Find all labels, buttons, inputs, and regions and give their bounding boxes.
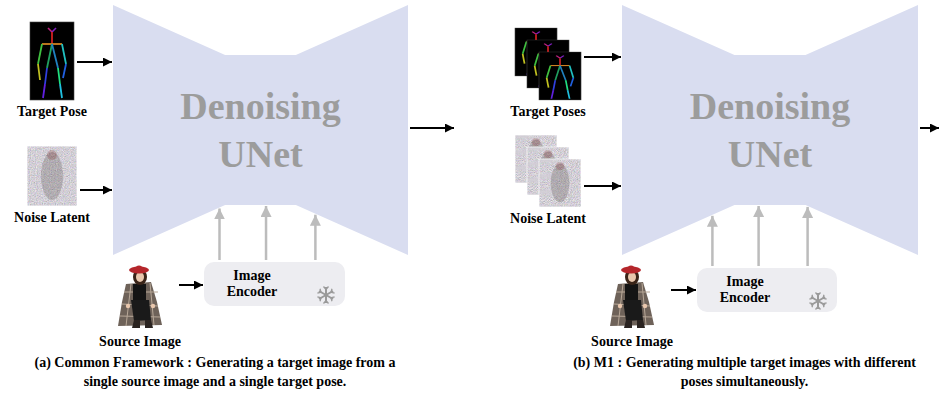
hourglass-fill [113,5,408,255]
output-arrow [920,127,939,129]
encoder-box: Image Encoder [697,268,837,312]
feature-arrow [711,216,714,266]
feature-arrow [265,206,268,260]
pose-stack [515,28,581,100]
input-arrow [671,289,696,291]
input-arrow [179,284,203,286]
input-arrow [584,56,621,58]
person-photo [596,262,668,330]
node-label: Target Poses [496,103,600,120]
feature-arrow [757,206,760,266]
frozen-icon [809,293,826,310]
input-arrow [80,189,112,191]
node-label: Denoising UNet [670,82,870,178]
node-label: Image Encoder [212,268,292,300]
node-label: Denoising UNet [161,82,361,178]
node-label: Source Image [88,333,192,350]
noise-stack [515,135,581,207]
hourglass-shape [113,5,408,255]
noise-image [27,146,77,206]
input-arrow [584,185,621,187]
node-label: Image Encoder [705,274,785,306]
encoder-box: Image Encoder [204,262,345,306]
node-label: Noise Latent [496,210,600,227]
caption: (b) M1 : Generating multiple target imag… [572,353,917,391]
node-label: Source Image [580,333,684,350]
person-photo [104,262,176,330]
node-label: Noise Latent [0,209,104,226]
unet-block: Denoising UNet [622,5,918,255]
node-label: Target Pose [0,103,104,120]
output-arrow [410,127,454,129]
unet-block: Denoising UNet [113,5,408,255]
feature-arrow [314,215,317,260]
caption: (a) Common Framework : Generating a targ… [25,353,405,391]
input-arrow [77,61,112,63]
pose-image [30,22,74,100]
hourglass-shape [622,5,918,255]
feature-arrow [218,208,221,260]
hourglass-fill [622,5,918,255]
frozen-icon [317,287,334,304]
feature-arrow [806,207,809,266]
